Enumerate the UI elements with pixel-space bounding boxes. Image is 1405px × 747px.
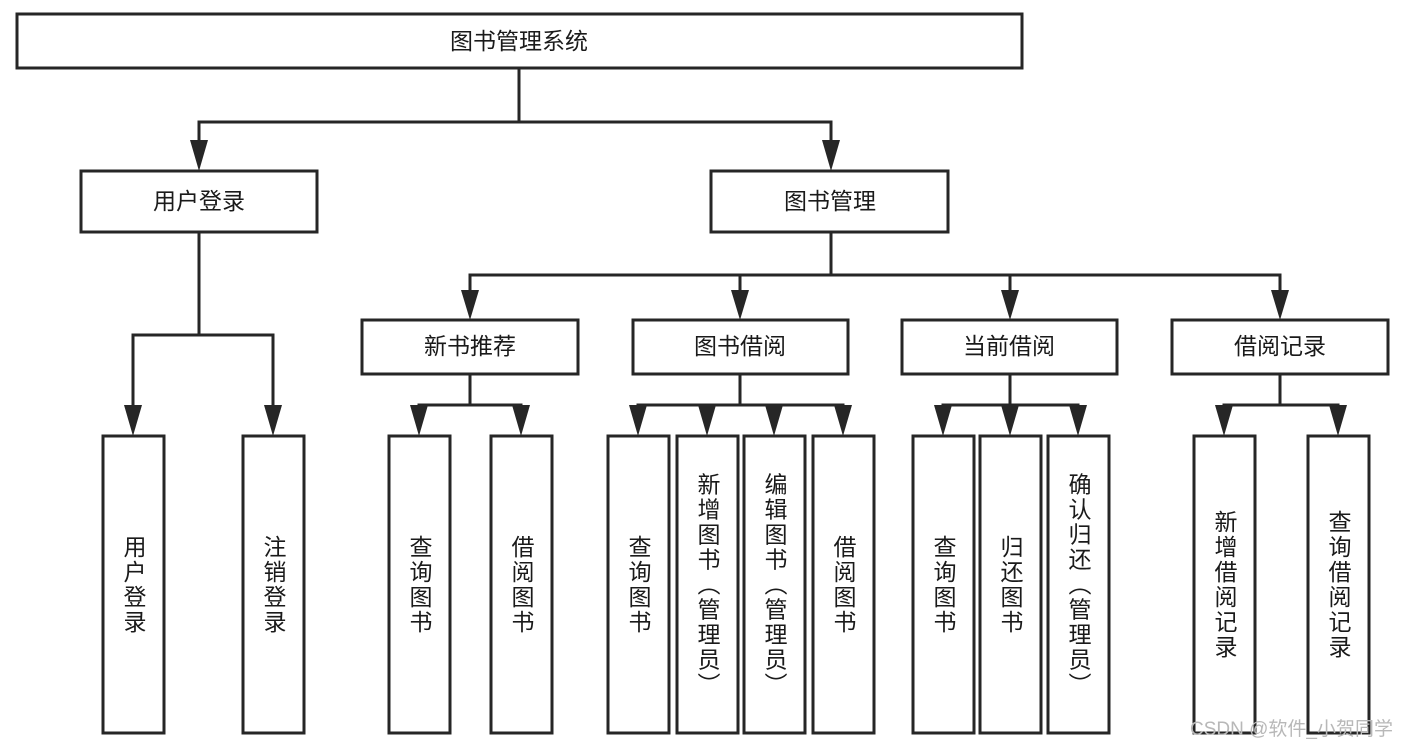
- leaf-node-confirm-return-admin[interactable]: 确认归还（管理员）: [1046, 434, 1111, 735]
- leaf-node-query-book-current[interactable]: 查询图书: [911, 434, 976, 735]
- node-box: [709, 169, 950, 234]
- node-box: [489, 434, 554, 735]
- arrow-head-icon: [512, 405, 530, 436]
- arrow-head-icon: [629, 405, 647, 436]
- leaf-node-logout[interactable]: 注销登录: [241, 434, 306, 735]
- node-root-system[interactable]: 图书管理系统: [15, 12, 1024, 70]
- arrow-head-icon: [822, 140, 840, 171]
- arrow-head-icon: [731, 290, 749, 320]
- arrow-head-icon: [1271, 290, 1289, 320]
- leaf-node-borrow-book[interactable]: 借阅图书: [811, 434, 876, 735]
- arrow-head-icon: [698, 405, 716, 436]
- leaf-node-add-book-admin[interactable]: 新增图书（管理员）: [675, 434, 740, 735]
- arrow-head-icon: [461, 290, 479, 320]
- connector-borrowrecord-to-leaves: [1215, 372, 1347, 436]
- node-label: 借阅图书: [830, 535, 857, 635]
- node-box: [1306, 434, 1371, 735]
- node-label: 新书推荐: [424, 333, 516, 359]
- node-box: [1170, 318, 1390, 376]
- node-label: 查询图书: [930, 535, 957, 635]
- node-label: 编辑图书（管理员）: [761, 473, 788, 698]
- node-box: [675, 434, 740, 735]
- node-label: 查询借阅记录: [1325, 510, 1352, 660]
- connector-newbook-to-leaves: [410, 372, 530, 436]
- node-box: [811, 434, 876, 735]
- node-book-borrow[interactable]: 图书借阅: [631, 318, 850, 376]
- node-box: [1046, 434, 1111, 735]
- arrow-head-icon: [190, 140, 208, 171]
- node-current-borrow[interactable]: 当前借阅: [900, 318, 1119, 376]
- node-label: 用户登录: [120, 535, 147, 635]
- node-box: [742, 434, 807, 735]
- watermark: CSDN @软件_小贺同学: [1190, 719, 1393, 740]
- node-label: 借阅记录: [1234, 333, 1326, 359]
- connector-bookborrow-to-leaves: [629, 372, 852, 436]
- arrow-head-icon: [410, 405, 428, 436]
- node-label: 图书借阅: [694, 333, 786, 359]
- node-label: 归还图书: [997, 535, 1024, 635]
- arrow-head-icon: [834, 405, 852, 436]
- arrow-head-icon: [1215, 405, 1233, 436]
- node-label: 查询图书: [406, 535, 433, 635]
- leaf-node-edit-book-admin[interactable]: 编辑图书（管理员）: [742, 434, 807, 735]
- node-box: [900, 318, 1119, 376]
- node-label: 图书管理系统: [450, 28, 588, 54]
- node-box: [15, 12, 1024, 70]
- leaf-node-query-book-recommend[interactable]: 查询图书: [387, 434, 452, 735]
- node-label: 借阅图书: [508, 535, 535, 635]
- arrow-head-icon: [1001, 405, 1019, 436]
- leaf-node-query-borrow-record[interactable]: 查询借阅记录: [1306, 434, 1371, 735]
- node-box: [978, 434, 1043, 735]
- arrow-head-icon: [264, 405, 282, 436]
- arrow-head-icon: [124, 405, 142, 436]
- node-box: [606, 434, 671, 735]
- node-box: [241, 434, 306, 735]
- node-box: [911, 434, 976, 735]
- node-label: 当前借阅: [963, 333, 1055, 359]
- node-box: [360, 318, 580, 376]
- connector-root-to-level2: [190, 66, 840, 171]
- node-borrow-record[interactable]: 借阅记录: [1170, 318, 1390, 376]
- arrow-head-icon: [1069, 405, 1087, 436]
- leaf-node-query-book-borrow[interactable]: 查询图书: [606, 434, 671, 735]
- leaf-node-return-book[interactable]: 归还图书: [978, 434, 1043, 735]
- node-label: 确认归还（管理员）: [1065, 473, 1092, 698]
- connector-currentborrow-to-leaves: [934, 372, 1087, 436]
- leaf-node-user-login[interactable]: 用户登录: [101, 434, 166, 735]
- arrow-head-icon: [1329, 405, 1347, 436]
- node-box: [101, 434, 166, 735]
- node-label: 图书管理: [784, 188, 876, 214]
- arrow-head-icon: [765, 405, 783, 436]
- connector-bookmgmt-to-level3: [461, 230, 1289, 320]
- node-box: [631, 318, 850, 376]
- node-box: [79, 169, 319, 234]
- leaf-node-add-borrow-record[interactable]: 新增借阅记录: [1192, 434, 1257, 735]
- connector-userlogin-to-leaves: [124, 230, 282, 436]
- node-book-management[interactable]: 图书管理: [709, 169, 950, 234]
- node-label: 用户登录: [153, 188, 245, 214]
- node-new-book-recommend[interactable]: 新书推荐: [360, 318, 580, 376]
- leaf-node-borrow-book-recommend[interactable]: 借阅图书: [489, 434, 554, 735]
- node-box: [1192, 434, 1257, 735]
- node-label: 查询图书: [625, 535, 652, 635]
- node-label: 新增图书（管理员）: [694, 473, 721, 698]
- arrow-head-icon: [934, 405, 952, 436]
- node-label: 注销登录: [260, 535, 287, 635]
- node-user-login[interactable]: 用户登录: [79, 169, 319, 234]
- node-box: [387, 434, 452, 735]
- arrow-head-icon: [1001, 290, 1019, 320]
- node-label: 新增借阅记录: [1211, 510, 1238, 660]
